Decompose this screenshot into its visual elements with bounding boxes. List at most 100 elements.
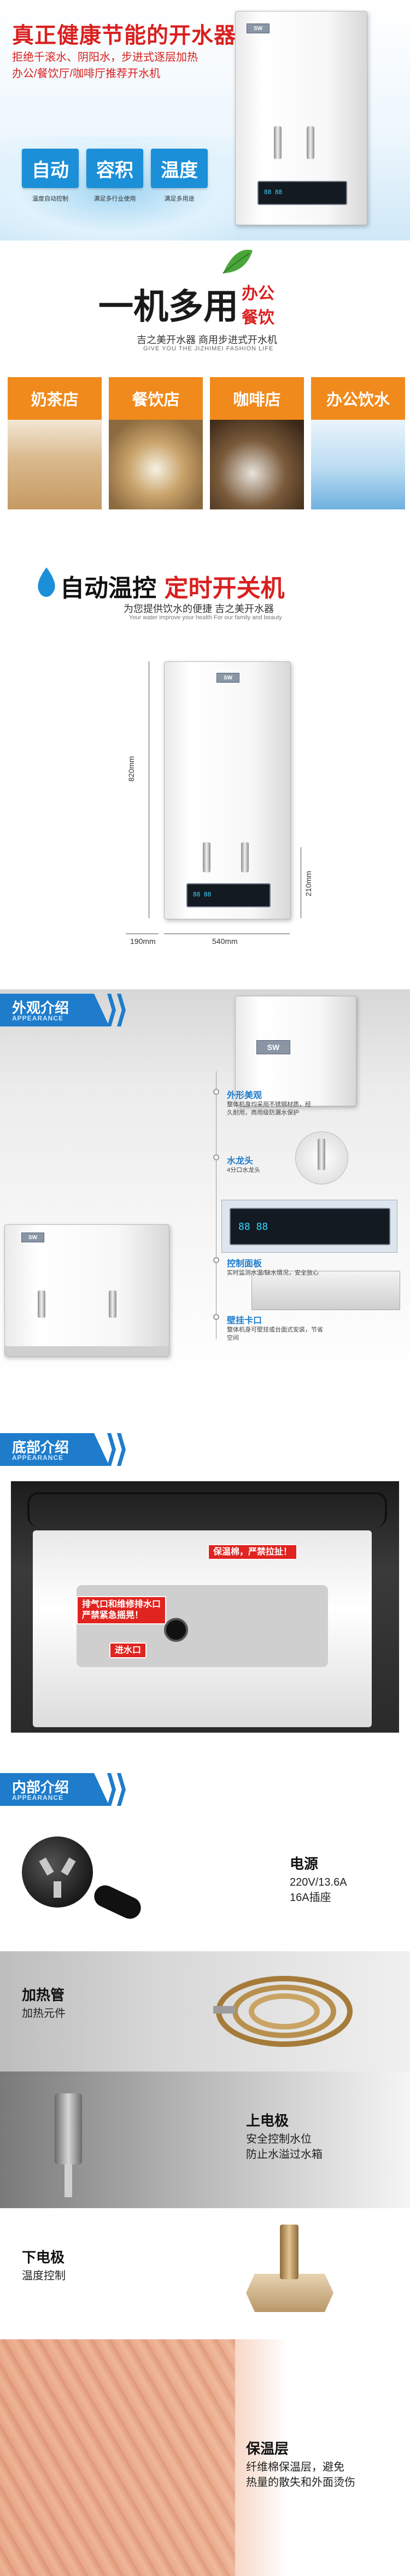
badge-temperature: 温度 [151,149,208,188]
wall-mount-closeup [251,1271,400,1310]
badge-auto-caption: 温度自动控制 [32,196,68,202]
cafe-photo [210,420,304,509]
auto-temp-section: 自动温控 定时开关机 为您提供饮水的便捷 吉之美开水器 Your water i… [0,525,410,989]
appearance-machine-image: SW [4,1224,169,1357]
part-desc-1: 加热元件 [22,2008,66,2020]
electrode-stem [280,2225,298,2279]
badge-temperature-caption: 满足多用途 [164,196,195,202]
tap-right [109,1290,116,1318]
callout-dot [213,1089,219,1095]
bottom-header: 底部介绍 APPEARANCE [0,1433,127,1466]
control-panel: 88 88 [186,883,271,907]
power-cord [90,1881,145,1923]
label-3: 进水口 [109,1642,147,1658]
tag-exhaust-line1: 排气口和维修排水口 [82,1600,161,1609]
brand-plate: SW [216,673,239,683]
feature-desc: 整体机身均采用不锈钢材质，经久耐用，商用级防漏水保护 [227,1101,311,1116]
part-desc-1: 220V/13.6A [290,1876,347,1888]
cable-loop [27,1492,387,1527]
hero-banner: 真正健康节能的开水器 拒绝千滚水、阴阳水，步进式逐层加热 办公/餐饮厅/咖啡厅推… [0,0,410,240]
feature-desc: 整体机身可壁挂或台面式安装，节省空间 [227,1327,323,1341]
water-boiler-product-image: SW 88 88 [235,11,367,225]
bottom-header-cn: 底部介绍 [12,1439,69,1456]
auto-title-red: 定时开关机 [164,575,285,602]
tile-label: 办公饮水 [311,377,405,420]
plug-pin [39,1857,54,1876]
dim-width: 540mm [212,937,238,946]
appearance-header-en: APPEARANCE [12,1014,64,1022]
part-lower-electrode: 下电极 温度控制 [0,2208,410,2339]
panel-display: 88 88 [193,891,212,898]
multi-subtitle-cn: 吉之美开水器 商用步进式开水机 [137,335,277,345]
part-insulation: 保温层 纤维棉保温层，避免 热量的散失和外面烫伤 [0,2339,410,2576]
brand-plate: SW [21,1233,44,1242]
feature-title: 水龙头 [227,1157,254,1166]
part-desc-2: 防止水溢过水箱 [246,2149,323,2161]
feature-tap: 水龙头 4分口水龙头 [227,1153,292,1175]
milk-tea-photo [8,420,102,509]
part-heating-tube: 加热管 加热元件 [0,1951,410,2072]
hero-subtitle-2: 办公/餐饮厅/咖啡厅推荐开水机 [12,68,161,80]
part-title: 下电极 [22,2249,65,2266]
part-desc-1: 温度控制 [22,2270,66,2282]
part-desc-2: 16A插座 [290,1892,331,1904]
bottom-header-en: APPEARANCE [12,1454,64,1462]
dim-depth: 190mm [130,937,156,946]
part-title: 电源 [290,1856,319,1872]
auto-tagline-en: Your water improve your health For our f… [129,614,282,621]
tag-exhaust-line2: 严禁紧急摇晃！ [82,1611,144,1620]
tile-milk-tea: 奶茶店 [8,377,102,509]
hero-title: 真正健康节能的开水器 [12,24,236,48]
auto-title-black: 自动温控 [60,575,156,602]
power-plug-image [22,1836,93,1908]
dim-height: 820mm [127,756,136,782]
part-power: 电源 220V/13.6A 16A插座 [0,1820,410,1951]
auto-tagline-cn: 为您提供饮水的便捷 吉之美开水器 [124,603,274,614]
tap-right [241,842,249,872]
multi-title-side-bottom: 餐饮 [242,309,274,327]
badge-auto: 自动 [22,149,79,188]
tag-insulation-warning: 保温棉，严禁拉扯！ [208,1544,298,1560]
feature-title: 壁挂卡口 [227,1316,262,1325]
appearance-top-detail: SW [235,996,356,1106]
tile-label: 奶茶店 [8,377,102,420]
feature-desc: 实时监测水温/缺水情况，安全放心 [227,1270,319,1276]
restaurant-photo [109,420,203,509]
internal-header-en: APPEARANCE [12,1794,64,1802]
dim-tap: 210mm [304,871,313,896]
multi-title-side-top: 办公 [242,285,274,303]
bottom-photo: 保温棉，严禁拉扯！ 排气口和维修排水口 严禁紧急摇晃！ 进水口 [11,1481,399,1733]
machine-base [5,1346,169,1356]
tap-right [307,126,314,159]
tap-left [203,842,210,872]
tap-icon [318,1139,325,1170]
hero-subtitle-1: 拒绝千滚水、阴阳水，步进式逐层加热 [12,51,198,63]
feature-wall-mount: 壁挂卡口 整体机身可壁挂或台面式安装，节省空间 [227,1313,325,1342]
drain-port [164,1618,188,1642]
auto-title: 自动温控 定时开关机 [60,568,284,603]
multi-title-main: 一机多用 [98,287,238,326]
upper-electrode-image [55,2093,82,2164]
callout-dot [213,1154,219,1160]
multi-title: 一机多用 办公 餐饮 [98,279,274,329]
feature-title: 外形美观 [227,1091,262,1100]
tap-left [274,126,282,159]
tile-cafe: 咖啡店 [210,377,304,509]
plug-pin [61,1857,76,1876]
tile-office: 办公饮水 [311,377,405,509]
appearance-header: 外观介绍 APPEARANCE [0,994,127,1026]
feature-desc: 4分口水龙头 [227,1167,261,1173]
appearance-section: 外观介绍 APPEARANCE SW SW 88 88 外形美观 整体机身均采用… [0,989,410,1383]
internal-header-cn: 内部介绍 [12,1779,69,1795]
heating-coil-image [213,1976,353,2047]
callout-dot [213,1314,219,1320]
brand-plate: SW [247,24,270,33]
tag-exhaust-warning: 排气口和维修排水口 严禁紧急摇晃！ [77,1596,167,1624]
internal-section: 内部介绍 APPEARANCE 电源 220V/13.6A 16A插座 加热管 … [0,1765,410,2576]
part-title: 上电极 [246,2113,289,2129]
multi-use-section: 一机多用 办公 餐饮 吉之美开水器 商用步进式开水机 GIVE YOU THE … [0,240,410,525]
bottom-section: 底部介绍 APPEARANCE 保温棉，严禁拉扯！ 排气口和维修排水口 严禁紧急… [0,1383,410,1765]
feature-appearance: 外形美观 整体机身均采用不锈钢材质，经久耐用，商用级防漏水保护 [227,1088,314,1117]
leaf-icon [222,249,253,274]
internal-header: 内部介绍 APPEARANCE [0,1773,127,1806]
